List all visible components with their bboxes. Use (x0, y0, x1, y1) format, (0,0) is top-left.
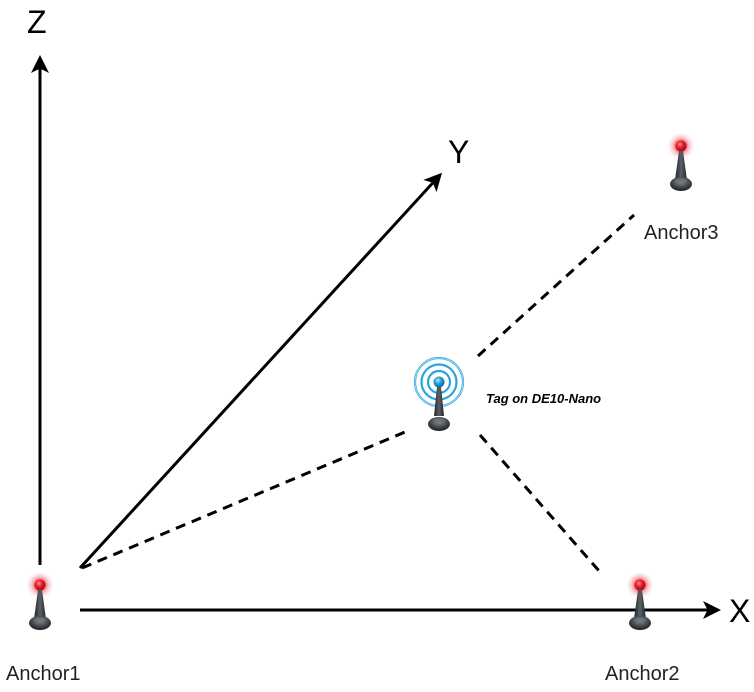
anchor1: Anchor1 (6, 571, 81, 685)
antenna-red-beacon-icon (626, 571, 654, 630)
antenna-red-beacon-icon (667, 132, 695, 191)
link-tag-anchor2 (478, 434, 602, 573)
anchor1-label: Anchor1 (6, 663, 81, 685)
tag-label: Tag on DE10-Nano (486, 391, 601, 406)
anchor3-label: Anchor3 (644, 222, 719, 244)
tag: Tag on DE10-Nano (413, 356, 601, 431)
z-axis-label: Z (27, 4, 47, 40)
link-tag-anchor3 (476, 213, 636, 358)
anchor2-label: Anchor2 (605, 663, 680, 685)
y-axis (78, 172, 443, 570)
antenna-wireless-signal-icon (413, 356, 465, 431)
x-axis-label: X (729, 593, 750, 629)
anchor3: Anchor3 (644, 132, 719, 244)
link-tag-anchor1 (81, 430, 406, 570)
anchor2: Anchor2 (605, 571, 680, 685)
y-axis-label: Y (448, 134, 469, 170)
antenna-red-beacon-icon (26, 571, 54, 630)
